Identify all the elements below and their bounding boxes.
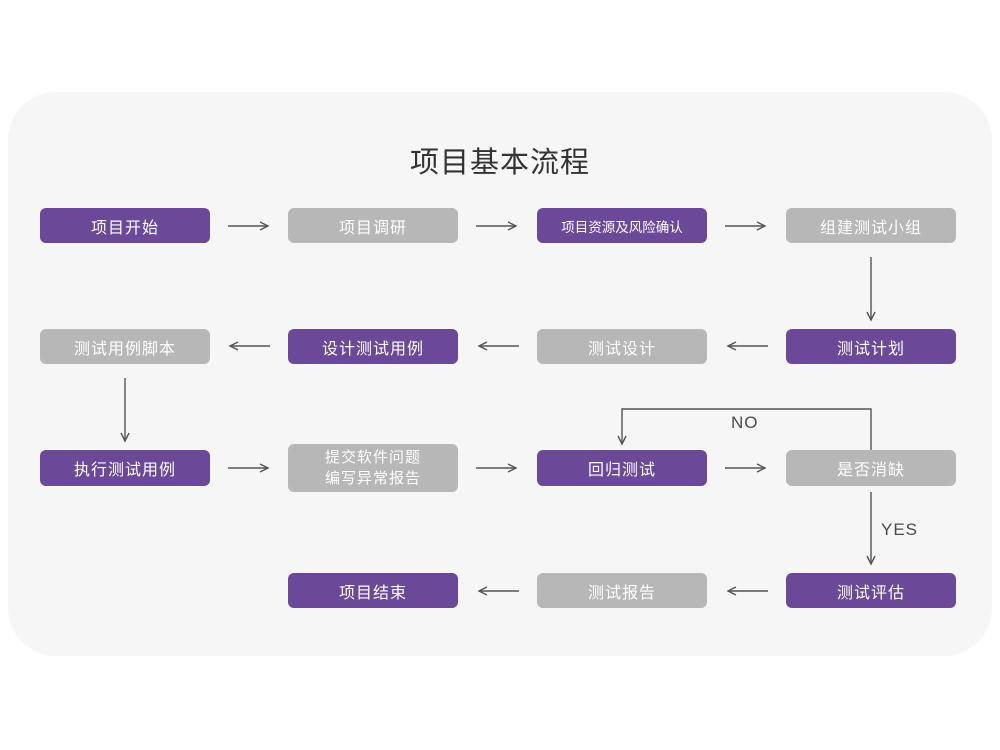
branch-label-yes: YES	[881, 520, 919, 539]
node-test-design: 测试设计	[537, 329, 707, 364]
node-project-start: 项目开始	[40, 208, 210, 243]
node-project-end: 项目结束	[288, 573, 458, 608]
diagram-title: 项目基本流程	[409, 147, 590, 179]
node-design-test-cases: 设计测试用例	[288, 329, 458, 364]
node-test-evaluation: 测试评估	[786, 573, 956, 608]
node-project-research: 项目调研	[288, 208, 458, 243]
node-test-plan: 测试计划	[786, 329, 956, 364]
node-resource-risk-confirm: 项目资源及风险确认	[537, 208, 707, 243]
node-build-test-team: 组建测试小组	[786, 208, 956, 243]
node-regression-test: 回归测试	[537, 450, 707, 486]
node-execute-test-cases: 执行测试用例	[40, 450, 210, 486]
node-submit-issue-report: 提交软件问题 编写异常报告	[288, 444, 458, 492]
node-defect-resolved: 是否消缺	[786, 450, 956, 486]
branch-label-no: NO	[731, 413, 759, 432]
flowchart-card	[8, 92, 992, 656]
node-test-report: 测试报告	[537, 573, 707, 608]
node-test-case-script: 测试用例脚本	[40, 329, 210, 364]
